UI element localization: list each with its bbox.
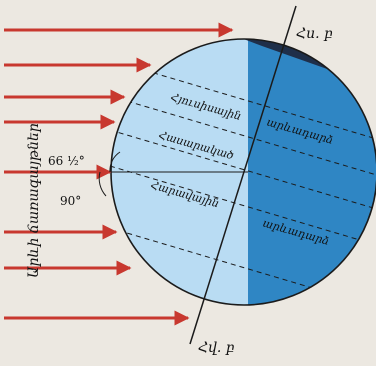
equator-line [111, 129, 376, 211]
angle-66-label: 66 ½° [48, 154, 85, 168]
north-pole-label: Հս. բ [296, 26, 333, 42]
angle-arc-90 [98, 171, 107, 197]
angle-90-label: 90° [60, 194, 81, 208]
tropic-of-capricorn-line [111, 165, 376, 247]
sun-rays-label: Արևի ճառագայթներ [26, 123, 42, 278]
south-pole-label: Հվ. բ [198, 340, 235, 356]
angle-arc-66 [109, 151, 121, 173]
tropic-of-cancer-line [111, 95, 376, 177]
sun-rays [4, 22, 234, 326]
earth-axis [189, 5, 297, 345]
